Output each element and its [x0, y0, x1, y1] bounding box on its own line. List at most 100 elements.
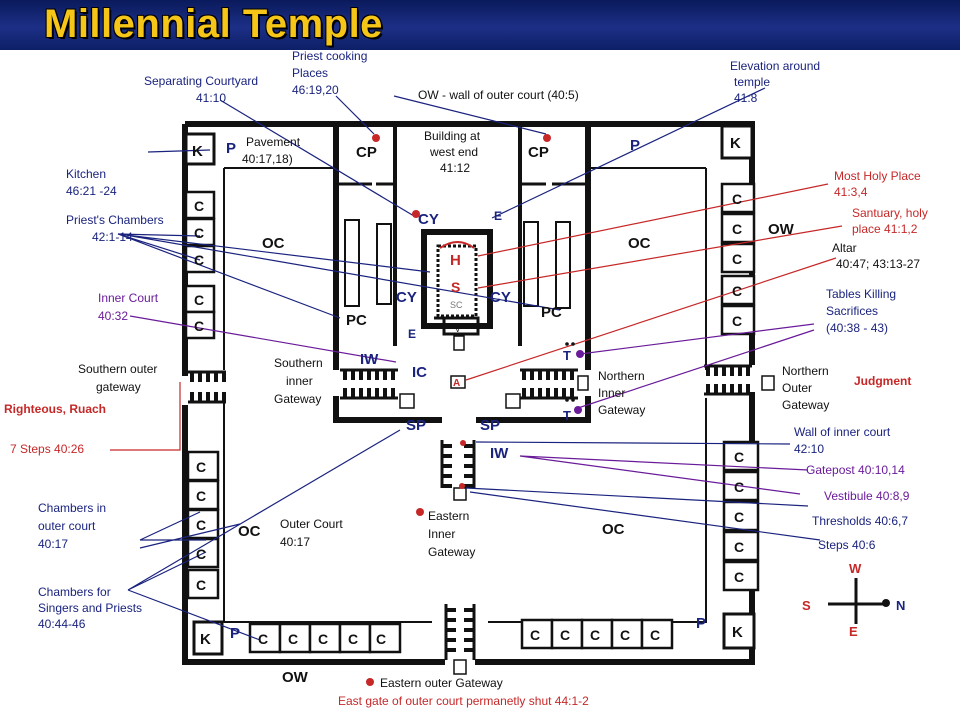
label-line: Northern — [598, 369, 645, 383]
code-pc-left: PC — [346, 312, 367, 329]
label-line: Northern — [782, 364, 829, 378]
temple-building — [421, 229, 493, 351]
label-judgment: Judgment — [854, 374, 911, 388]
label-line: 42:10 — [794, 442, 824, 456]
label-line: place 41:1,2 — [852, 222, 918, 236]
label-altar: Altar 40:47; 43:13-27 — [832, 241, 920, 271]
label-elevation: Elevation around temple 41:8 — [730, 59, 823, 105]
c-l10: C — [196, 577, 206, 593]
page-title: Millennial Temple — [44, 2, 383, 46]
code-e-top: E — [494, 209, 502, 223]
c-l7: C — [196, 488, 206, 504]
label-priests-chambers: Priest's Chambers 42:1-14 — [66, 213, 167, 244]
code-cp-right: CP — [528, 144, 549, 161]
label-outer-court: Outer Court 40:17 — [280, 517, 346, 549]
c-b6: C — [530, 627, 540, 643]
label-line: 46:21 -24 — [66, 184, 117, 198]
title-banner — [0, 0, 960, 50]
c-r2: C — [732, 221, 742, 237]
c-l5: C — [194, 318, 204, 334]
label-southern-inner: Southern inner Gateway — [274, 356, 326, 406]
label-line: 40:17 — [280, 535, 310, 549]
code-sc: SC — [450, 300, 463, 310]
label-line: 42:1-14 — [92, 230, 133, 244]
code-ow-right: OW — [768, 221, 795, 238]
label-line: 46:19,20 — [292, 83, 339, 97]
code-cp-left: CP — [356, 144, 377, 161]
kitchen-boxes — [184, 124, 756, 656]
label-line: Gateway — [274, 392, 321, 406]
label-gatepost: Gatepost 40:10,14 — [806, 463, 905, 477]
label-line: Gateway — [428, 545, 475, 559]
label-line: 41:8 — [734, 91, 758, 105]
c-b3: C — [318, 631, 328, 647]
compass-rose — [828, 578, 890, 624]
label-chambers-singers: Chambers for Singers and Priests 40:44-4… — [38, 585, 145, 631]
label-pavement: Pavement 40:17,18) — [242, 135, 303, 166]
label-line: 40:47; 43:13-27 — [836, 257, 920, 271]
code-h: H — [450, 252, 461, 269]
c-l3: C — [194, 252, 204, 268]
label-line: Chambers for — [38, 585, 111, 599]
c-l4: C — [194, 292, 204, 308]
c-r3: C — [732, 251, 742, 267]
label-line: Southern — [274, 356, 323, 370]
label-line: Chambers in — [38, 501, 106, 515]
c-b8: C — [590, 627, 600, 643]
label-line: 40:17,18) — [242, 152, 293, 166]
c-b5: C — [376, 631, 386, 647]
code-sp-right: SP — [480, 417, 500, 434]
label-line: 41:10 — [196, 91, 226, 105]
southern-inner-gateway — [340, 368, 415, 409]
label-steps: Steps 40:6 — [818, 538, 876, 552]
code-k-nw: K — [192, 143, 203, 160]
chambers-left-top — [184, 190, 216, 340]
code-p-sw: P — [230, 625, 240, 642]
label-line: Tables Killing — [826, 287, 896, 301]
label-line: Singers and Priests — [38, 601, 142, 615]
northern-inner-gateway — [505, 368, 589, 409]
label-separating-courtyard: Separating Courtyard 41:10 — [144, 74, 261, 105]
label-line: outer court — [38, 519, 96, 533]
label-line: temple — [734, 75, 770, 89]
label-line: Wall of inner court — [794, 425, 891, 439]
code-p-ne: P — [630, 137, 640, 154]
c-b7: C — [560, 627, 570, 643]
label-line: 40:17 — [38, 537, 68, 551]
leader-lines-red — [110, 183, 843, 451]
c-r1: C — [732, 191, 742, 207]
code-s: S — [451, 279, 460, 295]
inner-court-wall — [333, 124, 591, 423]
c-l9: C — [196, 546, 206, 562]
label-line: Gateway — [598, 403, 645, 417]
c-r10: C — [734, 569, 744, 585]
label-eastern-inner: Eastern Inner Gateway — [428, 509, 475, 559]
altar-box — [450, 375, 466, 389]
label-line: gateway — [96, 380, 141, 394]
c-b2: C — [288, 631, 298, 647]
eastern-outer-gateway — [444, 604, 476, 675]
code-v: V — [455, 325, 461, 334]
code-k-sw: K — [200, 631, 211, 648]
label-line: Outer — [782, 381, 812, 395]
code-k-se: K — [732, 624, 743, 641]
chambers-right-top — [720, 182, 756, 336]
label-line: Inner — [428, 527, 455, 541]
code-e-left: E — [408, 327, 416, 341]
label-kitchen: Kitchen 46:21 -24 — [66, 167, 117, 198]
label-line: Most Holy Place — [834, 169, 921, 183]
code-sp-left: SP — [406, 417, 426, 434]
label-line: 41:12 — [440, 161, 470, 175]
label-priest-cooking: Priest cooking Places 46:19,20 — [292, 49, 371, 97]
label-line: 40:32 — [98, 309, 128, 323]
c-b4: C — [348, 631, 358, 647]
label-seven-steps: 7 Steps 40:26 — [10, 442, 84, 456]
label-sanctuary: Santuary, holy place 41:1,2 — [852, 206, 931, 236]
label-eastern-outer: Eastern outer Gateway — [380, 676, 503, 690]
most-holy-arch — [439, 241, 475, 249]
compass-n: N — [896, 598, 905, 613]
code-p-nw: P — [226, 140, 236, 157]
label-line: Eastern — [428, 509, 469, 523]
compass-e: E — [849, 624, 858, 639]
